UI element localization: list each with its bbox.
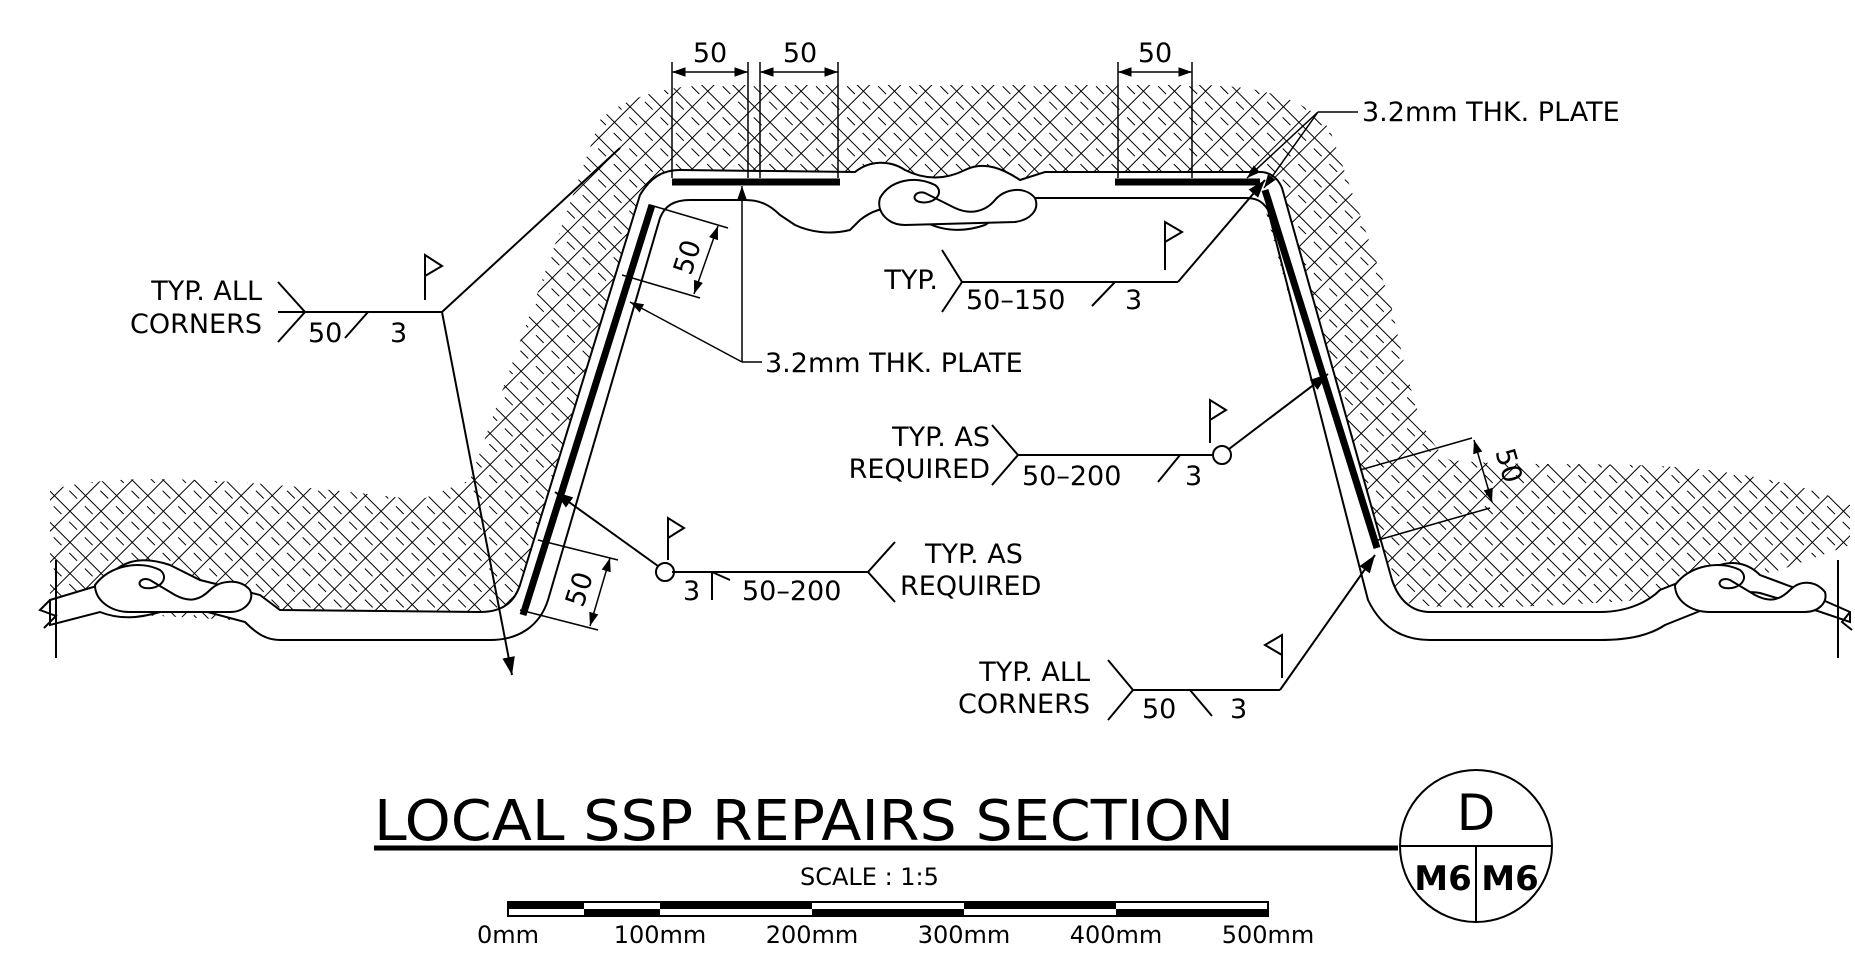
right-break-line: [1837, 560, 1853, 658]
dim-left-upper: [621, 204, 729, 299]
dim-top-right-value: 50: [1138, 38, 1172, 69]
dim-top-left-1-value: 50: [693, 38, 727, 69]
weld-left-as-required-note-1: TYP. AS: [924, 539, 1023, 570]
weld-left-as-required-length: 50–200: [742, 576, 841, 607]
weld-right-corners-note-2: CORNERS: [958, 689, 1090, 720]
weld-right-corners-size: 3: [1230, 694, 1247, 725]
weld-right-corners: [1107, 554, 1376, 721]
weld-top-typ: [941, 179, 1266, 313]
weld-left-corners-note-2: CORNERS: [130, 309, 262, 340]
left-interlock: [93, 564, 253, 613]
detail-reference-bubble: [1399, 769, 1553, 923]
scale-tick-label: 300mm: [918, 921, 1011, 949]
scale-tick-label: 0mm: [477, 921, 539, 949]
dim-top-left-1: [671, 62, 749, 178]
weld-left-corners-note-1: TYP. ALL: [150, 276, 262, 307]
weld-right-as-required-length: 50–200: [1022, 461, 1121, 492]
weld-left-as-required: [554, 491, 896, 603]
plate-leader-left-mid: [629, 186, 762, 363]
scale-label: SCALE : 1:5: [800, 863, 939, 891]
detail-sheet-left: M6: [1414, 859, 1472, 899]
drawing-title: LOCAL SSP REPAIRS SECTION: [374, 789, 1234, 854]
plate-leader-right-top: [1246, 111, 1358, 189]
scale-bar: [507, 901, 1269, 917]
dim-top-left-2-value: 50: [783, 38, 817, 69]
weld-right-as-required: [991, 373, 1329, 486]
soil-hatch-region: [50, 85, 1850, 627]
dim-top-right: [1117, 62, 1193, 178]
plate-label-right-top: 3.2mm THK. PLATE: [1362, 97, 1620, 128]
right-interlock: [1673, 564, 1827, 613]
scale-tick-label: 100mm: [614, 921, 707, 949]
plate-right-web: [1261, 188, 1381, 550]
dim-left-lower: [519, 539, 619, 631]
left-break-line: [38, 560, 58, 658]
weld-left-corners-size: 3: [390, 318, 407, 349]
scale-bar-tick-labels: 0mm 100mm 200mm 300mm 400mm 500mm: [477, 921, 1314, 949]
dim-left-lower-value: 50: [560, 568, 600, 610]
dim-right-side: [1359, 437, 1493, 541]
weld-left-corners: [277, 147, 621, 676]
weld-right-as-required-size: 3: [1185, 461, 1202, 492]
detail-letter: D: [1457, 784, 1496, 842]
weld-top-typ-size: 3: [1125, 285, 1142, 316]
scale-tick-label: 400mm: [1070, 921, 1163, 949]
detail-sheet-right: M6: [1481, 859, 1539, 899]
dim-top-left-2: [759, 62, 839, 178]
weld-right-as-required-note-1: TYP. AS: [891, 422, 990, 453]
top-interlock: [878, 178, 1038, 227]
weld-top-typ-length: 50–150: [966, 285, 1065, 316]
weld-right-corners-note-1: TYP. ALL: [978, 657, 1090, 688]
scale-tick-label: 500mm: [1222, 921, 1315, 949]
weld-top-typ-note: TYP.: [883, 265, 938, 296]
weld-left-corners-length: 50: [308, 318, 342, 349]
weld-left-as-required-size: 3: [683, 576, 700, 607]
scale-tick-label: 200mm: [766, 921, 859, 949]
weld-left-as-required-note-2: REQUIRED: [900, 571, 1041, 602]
weld-right-corners-length: 50: [1142, 694, 1176, 725]
weld-right-as-required-note-2: REQUIRED: [849, 454, 990, 485]
plate-left-web: [519, 203, 656, 617]
plate-label-left-mid: 3.2mm THK. PLATE: [765, 348, 1023, 379]
